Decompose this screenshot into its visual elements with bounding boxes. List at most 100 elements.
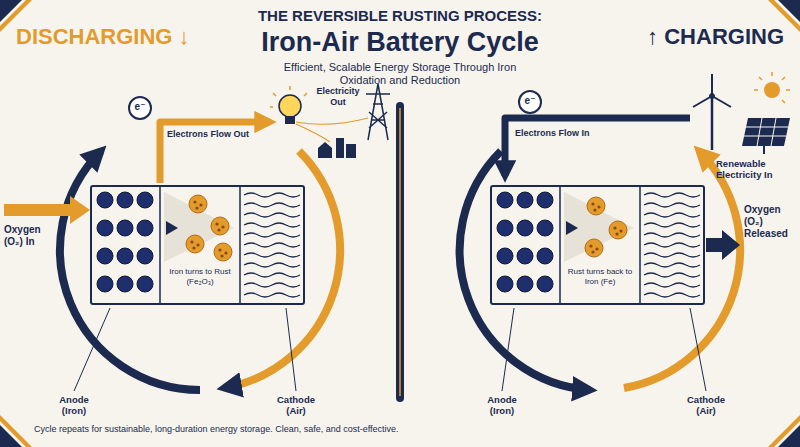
air-cathode-waves: [244, 293, 300, 297]
part-label: Cathode (Air): [678, 394, 734, 417]
iron-particles: [517, 192, 533, 208]
air-cathode-waves: [244, 203, 300, 207]
diagram-caption: Cycle repeats for sustainable, long-dura…: [34, 424, 754, 435]
wind-turbine-icon: [711, 96, 714, 150]
iron-particles: [517, 276, 533, 292]
iron-particles: [537, 248, 553, 264]
rust-particles: [190, 240, 193, 243]
air-cathode-waves: [644, 233, 700, 237]
iron-particles: [137, 192, 153, 208]
oxygen-label: Oxygen (O₂) In: [4, 224, 56, 248]
electron-symbol: e⁻: [519, 95, 541, 107]
output-label: Electricity Out: [311, 86, 365, 108]
air-cathode-waves: [644, 253, 700, 257]
sun-icon: [782, 100, 785, 103]
panel-divider: [396, 102, 404, 402]
wind-turbine-icon: [710, 94, 715, 99]
sun-icon: [786, 89, 790, 91]
cell-section-divider: [559, 187, 561, 303]
iron-particles: [137, 220, 153, 236]
reaction-arrow: [566, 221, 578, 235]
solar-panel-icon: [742, 118, 790, 146]
rust-particles: [217, 228, 220, 231]
iron-particles: [137, 276, 153, 292]
iron-particles: [497, 220, 513, 236]
iron-particles: [497, 192, 553, 292]
air-cathode-waves: [644, 223, 700, 227]
iron-particles: [537, 276, 553, 292]
buildings-icon: [318, 142, 332, 158]
power-lines: [296, 118, 368, 124]
input-label: Renewable Electricity In: [716, 158, 796, 181]
rust-particles: [221, 225, 224, 228]
air-cathode-waves: [644, 213, 700, 217]
phase-heading: DISCHARGING ↓: [16, 24, 256, 50]
iron-particles: [517, 220, 533, 236]
solar-panel-icon: [744, 118, 788, 146]
buildings-icon: [336, 138, 344, 158]
rust-particles: [609, 221, 627, 239]
rust-particles: [591, 202, 594, 205]
cycle-arrow: [60, 151, 340, 390]
sun-icon: [759, 77, 762, 80]
cell-section-divider: [239, 187, 241, 303]
iron-particles: [497, 248, 513, 264]
rust-particles: [193, 200, 196, 203]
reaction-text: Rust turns back to Iron (Fe): [563, 267, 637, 286]
iron-particles: [117, 248, 133, 264]
rust-particles: [214, 243, 232, 261]
oxygen-arrow: [4, 196, 90, 224]
oxygen-label: Oxygen (O₂) Released: [744, 204, 798, 240]
rust-particles: [595, 247, 598, 250]
rust-particles: [220, 254, 223, 257]
solar-panel-icon: [742, 118, 790, 154]
pylon-icon: [366, 84, 390, 140]
cell-section-divider: [639, 187, 641, 303]
air-cathode-waves: [244, 243, 300, 247]
subtitle: Efficient, Scalable Energy Storage Throu…: [270, 61, 530, 87]
rust-particles: [619, 229, 622, 232]
buildings-icon: [346, 144, 356, 158]
rust-particles: [615, 232, 618, 235]
air-cathode-waves: [644, 243, 700, 247]
battery-cell: Iron turns to Rust (Fe₂O₃): [90, 185, 305, 305]
rust-particles: [218, 248, 221, 251]
electron-flow-arrow: [505, 91, 690, 176]
phase-heading: ↑ CHARGING: [544, 24, 784, 50]
iron-particles: [497, 276, 513, 292]
battery-cell: Rust turns back to Iron (Fe): [490, 185, 705, 305]
rust-particles: [587, 197, 605, 215]
reaction-wedge: [564, 192, 634, 262]
iron-particles: [97, 276, 113, 292]
iron-particles: [517, 248, 533, 264]
leader-line: [502, 308, 514, 391]
iron-particles: [117, 276, 133, 292]
sun-icon: [764, 82, 780, 98]
light-bulb-icon: [279, 95, 301, 117]
air-cathode-waves: [644, 293, 700, 297]
electron-flow-arrow: [505, 118, 690, 176]
light-bulb-icon: [289, 86, 291, 90]
rust-particles: [593, 208, 596, 211]
iron-particles: [537, 192, 553, 208]
iron-particles: [97, 192, 113, 208]
sun-icon: [754, 89, 758, 91]
wind-turbine-icon: [693, 74, 731, 150]
rust-particles: [195, 206, 198, 209]
cell-section-divider: [560, 187, 640, 303]
diagram-title: Iron-Air Battery Cycle: [200, 26, 600, 58]
light-bulb-icon: [285, 116, 295, 124]
iron-particles: [497, 192, 513, 208]
rust-particles: [585, 197, 627, 257]
flow-label: Electrons Flow Out: [167, 129, 257, 140]
pylon-icon: [366, 84, 390, 140]
rust-particles: [199, 203, 202, 206]
rust-particles: [189, 195, 207, 213]
light-bulb-icon: [304, 93, 307, 96]
leader-line: [690, 308, 706, 391]
corner-ornament: [0, 415, 32, 447]
battery-cell-art: [497, 187, 700, 303]
air-cathode-waves: [644, 273, 700, 277]
air-cathode-waves: [244, 193, 300, 297]
